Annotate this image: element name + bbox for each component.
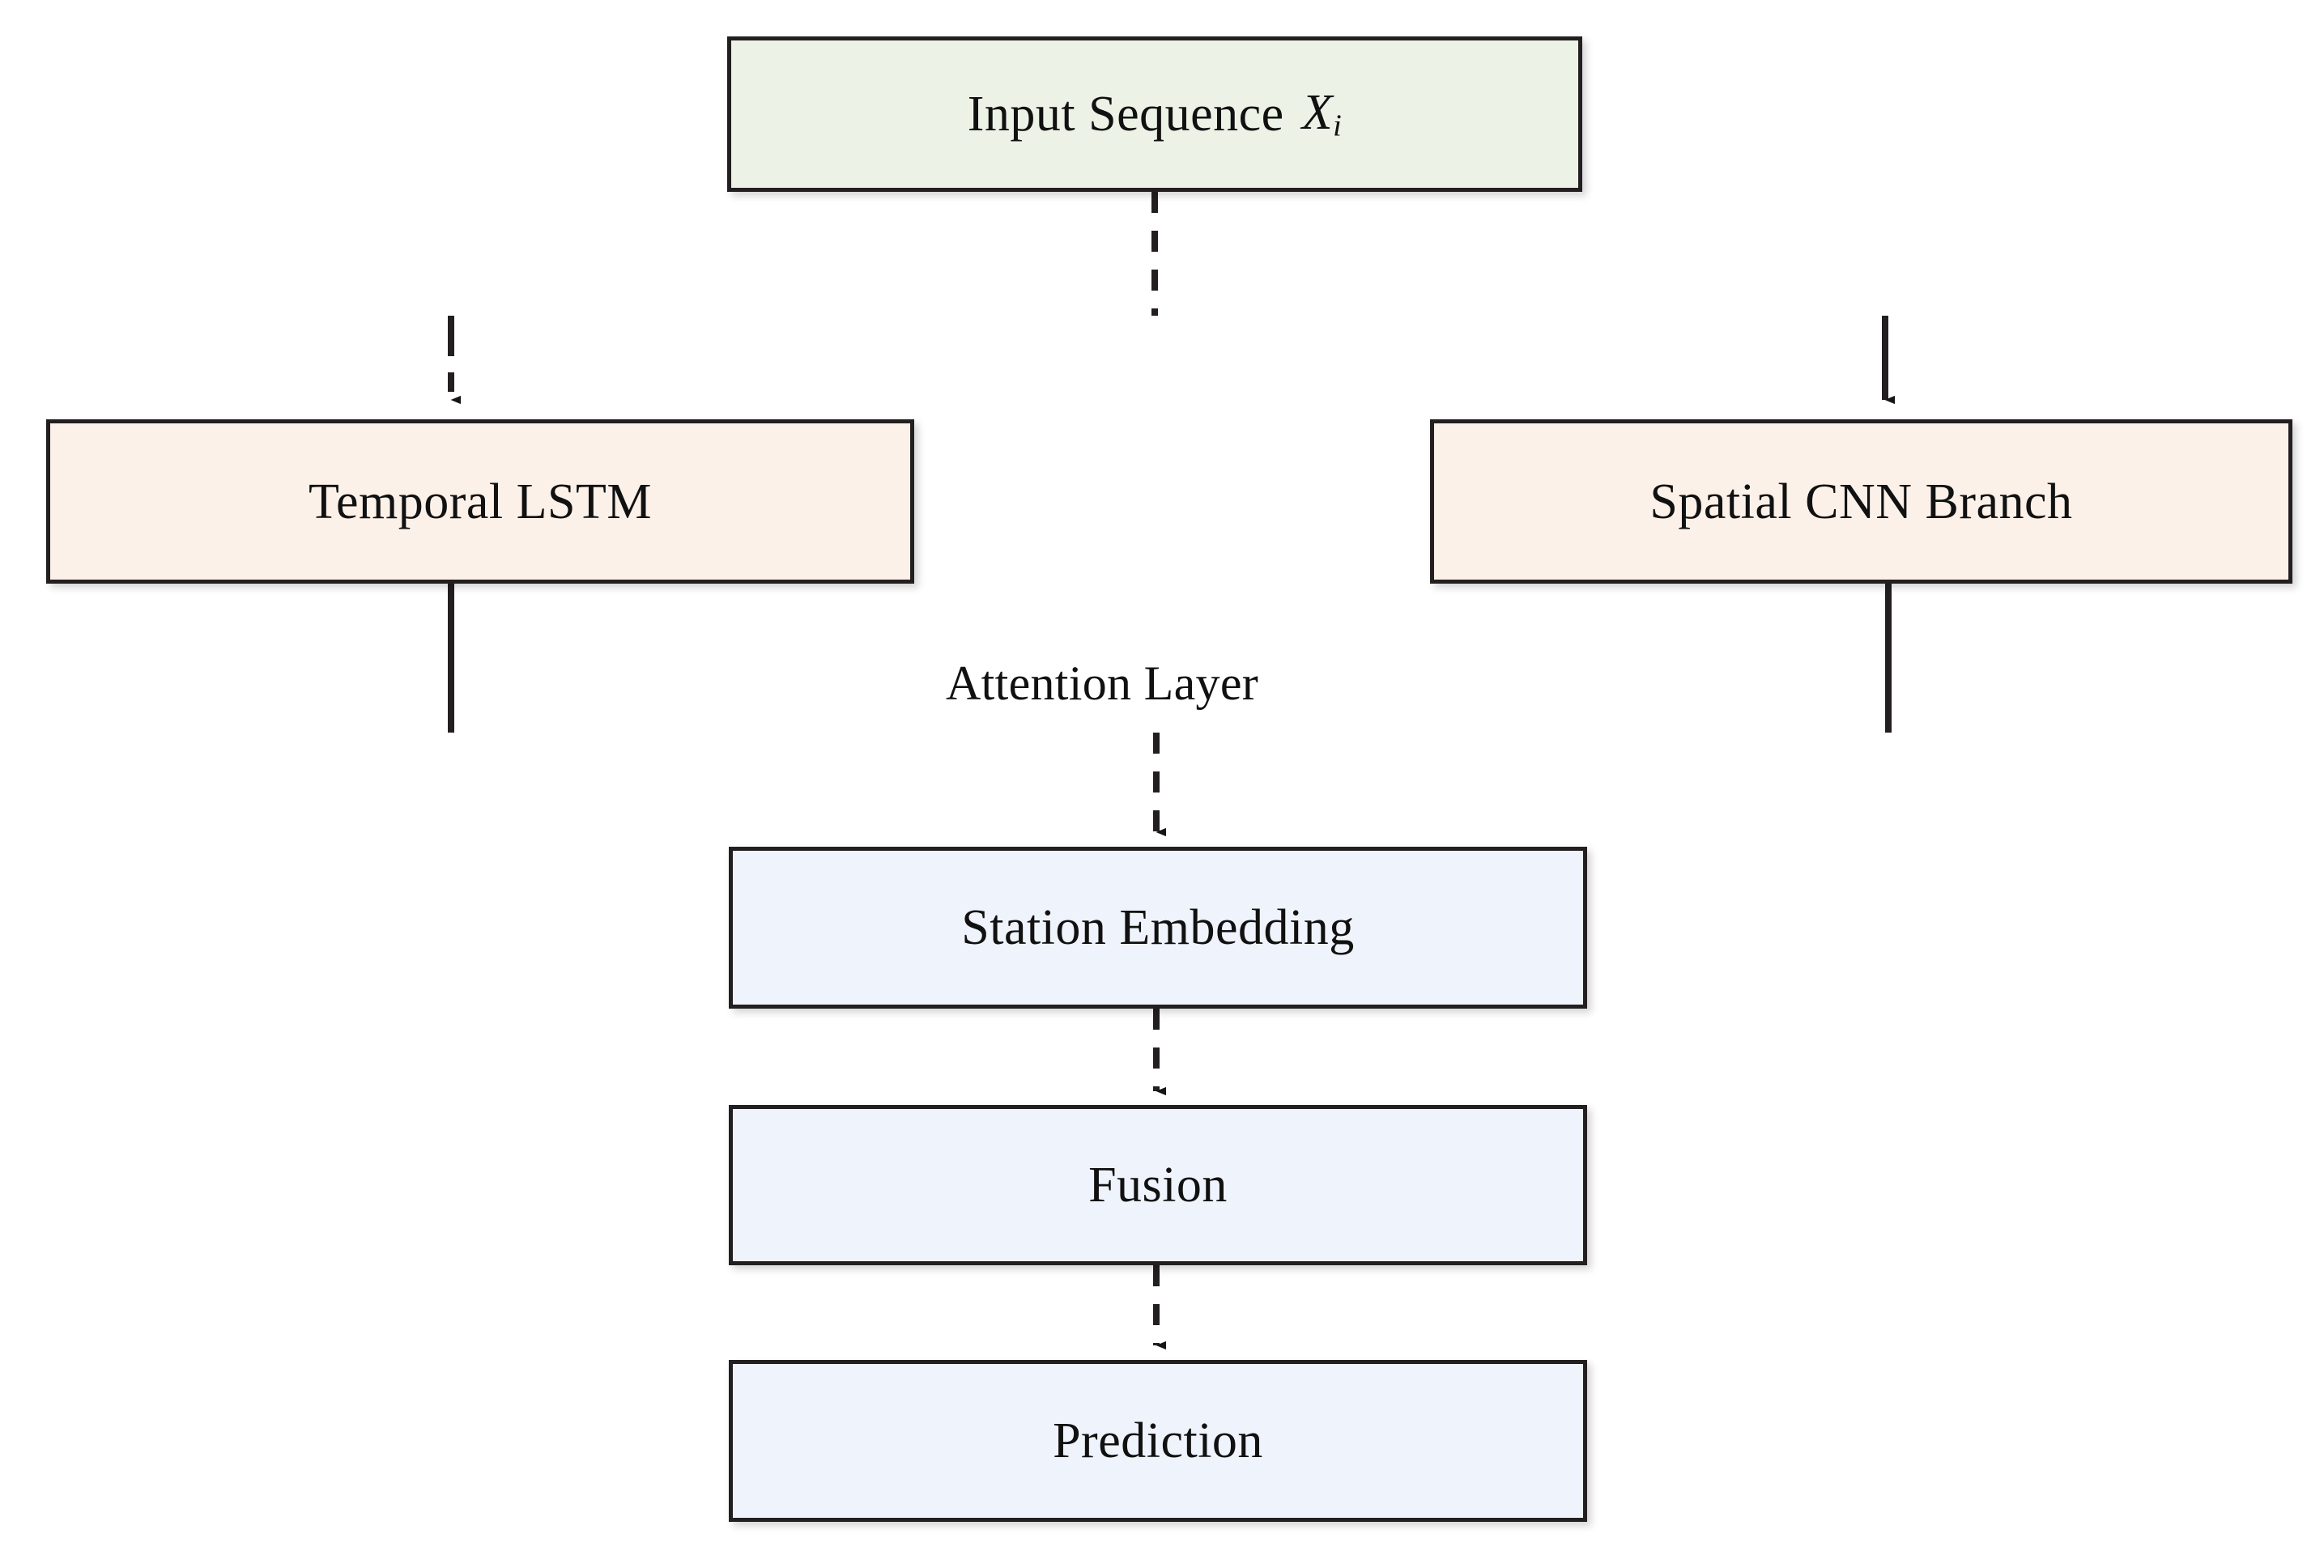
node-fusion-label: Fusion <box>1088 1158 1228 1213</box>
node-station-embedding[interactable]: Station Embedding <box>729 847 1587 1009</box>
node-spatial-cnn-branch-label: Spatial CNN Branch <box>1649 474 2073 529</box>
node-input-sequence[interactable]: Input Sequence Xi <box>727 36 1582 192</box>
node-temporal-lstm-label: Temporal LSTM <box>308 474 653 529</box>
symbol-subscript-i: i <box>1333 108 1343 142</box>
label-attention-layer: Attention Layer <box>946 657 1259 710</box>
node-input-sequence-symbol: Xi <box>1302 87 1343 142</box>
node-temporal-lstm[interactable]: Temporal LSTM <box>46 419 914 584</box>
node-fusion[interactable]: Fusion <box>729 1105 1587 1265</box>
node-prediction-label: Prediction <box>1053 1413 1263 1468</box>
node-station-embedding-label: Station Embedding <box>961 900 1355 955</box>
node-input-sequence-label: Input Sequence <box>967 87 1284 142</box>
symbol-x: X <box>1301 84 1334 140</box>
node-spatial-cnn-branch[interactable]: Spatial CNN Branch <box>1430 419 2292 584</box>
node-prediction[interactable]: Prediction <box>729 1360 1587 1522</box>
